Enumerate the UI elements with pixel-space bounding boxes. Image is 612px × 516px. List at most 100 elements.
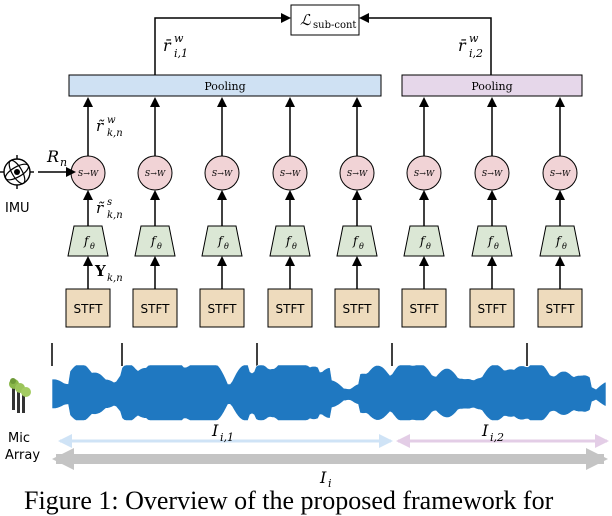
svg-text:r̃: r̃ [96,199,105,217]
encoder-label: f [83,234,91,248]
r-w-label: r̃ w k,n [96,115,123,139]
conversion-label: S→W [414,169,435,178]
svg-text:i,1: i,1 [174,47,188,60]
svg-text:k,n: k,n [107,128,123,139]
pooling-right: Pooling [401,74,583,97]
svg-text:i,1: i,1 [220,431,234,444]
encoder-label: f [352,234,360,248]
stft-box [132,288,178,328]
svg-text:w: w [107,115,116,126]
svg-text:R: R [46,147,59,166]
loss-box: ℒ sub-cont [290,4,360,36]
svg-text:r̄: r̄ [163,36,172,55]
loss-symbol: ℒ [300,11,312,29]
encoder-label: f [217,234,225,248]
pooled-right-label: r̄ w i,2 [458,32,483,60]
stft-box [199,288,245,328]
encoder-label: f [419,234,427,248]
encoder-label: f [150,234,158,248]
y-input-label: Y k,n [94,262,123,284]
stft-label: STFT [410,302,440,316]
svg-text:i,2: i,2 [490,431,504,444]
encoder-block [134,225,176,257]
svg-text:s: s [107,197,112,208]
figure-caption: Figure 1: Overview of the proposed frame… [24,486,554,515]
encoder-block [67,225,109,257]
svg-text:I: I [481,421,489,440]
pooling-left-label: Pooling [204,80,245,93]
interval-1-label: I i,1 [211,421,234,444]
encoder-label: f [285,234,293,248]
conversion-label: S→W [145,169,166,178]
encoder-subscript: θ [494,242,499,251]
pooled-left-label: r̄ w i,1 [163,32,188,60]
svg-text:k,n: k,n [107,273,123,284]
pooling-left: Pooling [68,74,382,97]
stft-label: STFT [478,302,508,316]
conversion-label: S→W [347,169,368,178]
svg-text:Y: Y [94,262,106,280]
conversion-label: S→W [212,169,233,178]
conversion-label: S→W [550,169,571,178]
encoder-subscript: θ [224,242,229,251]
stft-box [401,288,447,328]
segment-ticks [51,343,528,366]
encoder-subscript: θ [90,242,95,251]
encoder-subscript: θ [426,242,431,251]
rotation-label: R n [46,147,67,169]
encoder-block [471,225,513,257]
stft-label: STFT [546,302,576,316]
svg-text:i: i [328,477,332,490]
interval-total-label: I i [319,468,332,490]
svg-text:k,n: k,n [107,210,123,221]
conversion-label: S→W [482,169,503,178]
encoder-subscript: θ [157,242,162,251]
pooling-right-label: Pooling [471,80,512,93]
svg-text:n: n [60,156,67,169]
encoder-block [336,225,378,257]
encoder-label: f [555,234,563,248]
svg-text:i,2: i,2 [469,47,483,60]
encoder-block [403,225,445,257]
encoder-block [269,225,311,257]
stft-box [334,288,380,328]
encoder-subscript: θ [359,242,364,251]
encoder-subscript: θ [562,242,567,251]
gyroscope-icon [0,155,34,189]
audio-waveform [51,364,607,421]
stft-label: STFT [208,302,238,316]
arrow-pool-right-to-loss [359,13,492,75]
svg-text:r̃: r̃ [96,117,105,135]
encoder-block [539,225,581,257]
conversion-label: S→W [78,169,99,178]
r-s-label: r̃ s k,n [96,197,123,221]
mic-label-1: Mic [8,431,30,446]
interval-2-label: I i,2 [481,421,504,444]
conversion-label: S→W [280,169,301,178]
svg-text:w: w [174,32,184,45]
svg-text:I: I [211,421,219,440]
svg-text:I: I [319,468,327,487]
stft-box [65,288,111,328]
mic-label-2: Array [5,448,40,463]
stft-label: STFT [74,302,104,316]
encoder-block [201,225,243,257]
stft-label: STFT [343,302,373,316]
stft-label: STFT [141,302,171,316]
encoder-subscript: θ [292,242,297,251]
svg-text:w: w [469,32,479,45]
loss-subscript: sub-cont [313,20,356,31]
arrow-pool-left-to-loss [154,13,291,75]
encoder-label: f [487,234,495,248]
microphone-array-icon [9,378,31,413]
imu-label: IMU [5,201,30,216]
